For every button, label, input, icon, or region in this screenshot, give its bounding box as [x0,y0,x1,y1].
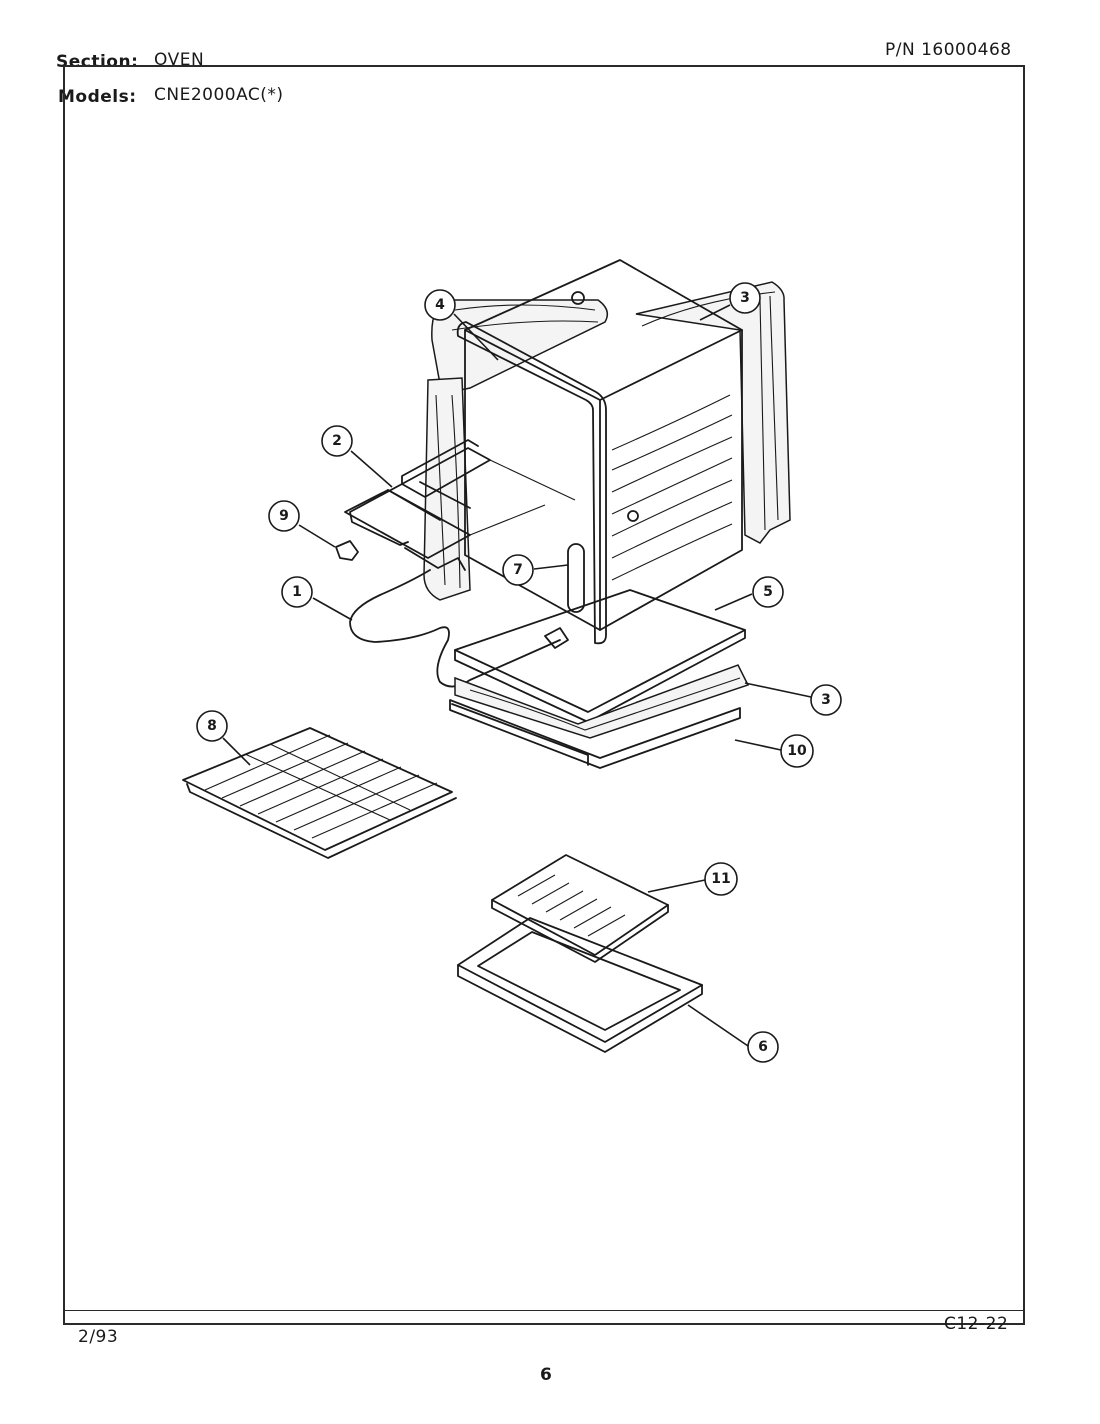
bottom-shield [449,699,741,769]
svg-text:6: 6 [758,1039,768,1055]
broiler-pan-insert [491,854,669,963]
section-label: Section: [56,52,139,72]
callout-11: 11 [704,862,738,896]
svg-text:1: 1 [292,584,302,600]
bake-element [349,569,569,688]
insulation-right [635,281,791,544]
broiler-pan [457,917,703,1053]
callout-6: 6 [747,1031,779,1063]
footer-rule [63,1310,1025,1311]
callout-10: 10 [780,734,814,768]
svg-text:8: 8 [207,718,217,734]
footer-date: 2/93 [78,1327,119,1347]
svg-text:3: 3 [821,692,831,708]
callout-5: 5 [752,576,784,608]
callout-3-top: 3 [729,282,761,314]
models-label: Models: [58,87,137,107]
callout-8: 8 [196,710,228,742]
insulation-top-left [423,299,609,601]
broil-element [344,439,576,571]
models-value: CNE2000AC(*) [154,85,284,105]
svg-text:2: 2 [332,433,342,449]
svg-text:10: 10 [787,743,807,759]
svg-text:4: 4 [435,297,445,313]
footer-code: C12-22 [944,1314,1009,1334]
svg-text:7: 7 [513,562,523,578]
callout-3-bottom: 3 [810,684,842,716]
insulation-bottom [454,664,750,739]
callout-4: 4 [424,289,456,321]
diagram-frame [63,65,1025,1325]
temperature-sensor [567,543,585,613]
part-number: P/N 16000468 [885,40,1012,60]
element-clip [335,540,359,561]
callout-7: 7 [502,554,534,586]
callout-2: 2 [321,425,353,457]
svg-text:11: 11 [711,871,730,887]
callout-1: 1 [281,576,313,608]
oven-rack [182,727,457,859]
page-number: 6 [540,1365,553,1385]
callout-9: 9 [268,500,300,532]
svg-text:9: 9 [279,508,289,524]
svg-text:3: 3 [740,290,750,306]
svg-text:5: 5 [763,584,773,600]
leader-lines [222,304,812,1047]
